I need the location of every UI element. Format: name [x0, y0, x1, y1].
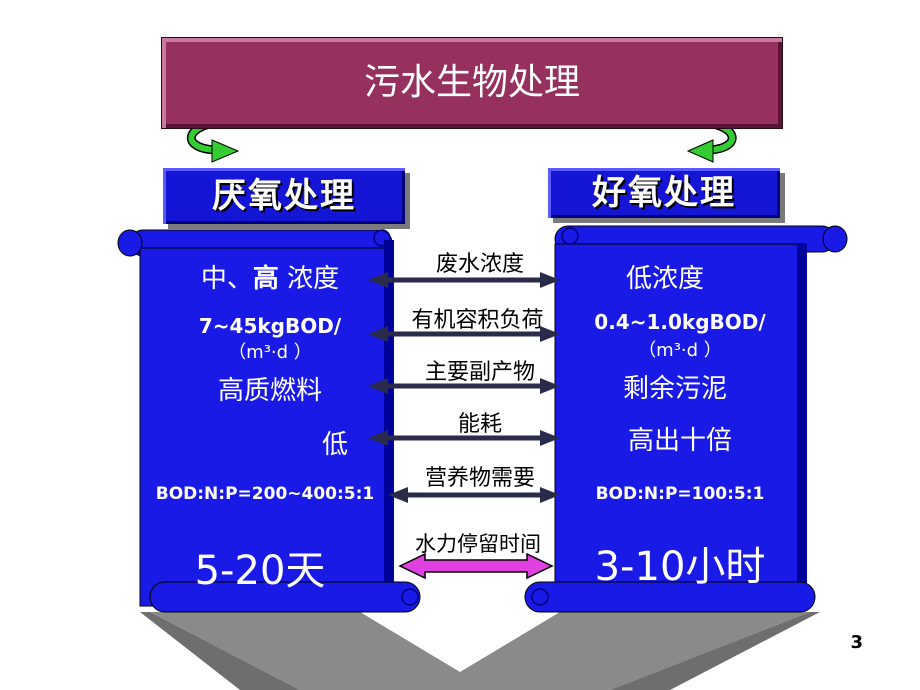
middle-label-load: 有机容积负荷: [411, 308, 544, 333]
title-box: [162, 38, 782, 128]
right-retention: 3-10小时: [594, 544, 766, 590]
anaerobic-header: 厌氧处理: [163, 168, 405, 224]
left-byproduct: 高质燃料: [217, 376, 322, 406]
left-energy: 低: [321, 430, 348, 460]
right-load-line2: （m³·d ）: [638, 340, 722, 361]
left-scroll: [117, 229, 421, 613]
middle-label-byproduct: 主要副产物: [424, 360, 535, 385]
left-load-line2: （m³·d ）: [228, 342, 312, 363]
middle-label-concentration: 废水浓度: [435, 252, 524, 277]
right-load-line1: 0.4~1.0kgBOD/: [594, 310, 766, 334]
left-concentration: 中、高 浓度: [200, 264, 340, 294]
double-arrow-4-icon: [368, 430, 560, 446]
left-retention: 5-20天: [194, 548, 326, 594]
right-nutrient: BOD:N:P=100:5:1: [595, 484, 765, 504]
aerobic-header: 好氧处理: [548, 168, 780, 218]
middle-label-energy: 能耗: [457, 412, 502, 437]
retention-arrow-icon: [398, 552, 554, 580]
right-byproduct: 剩余污泥: [622, 374, 727, 404]
curved-arrow-right-icon: [686, 117, 737, 163]
double-arrow-5-icon: [388, 487, 560, 503]
right-energy: 高出十倍: [627, 426, 732, 456]
page-number: 3: [850, 632, 863, 653]
middle-label-nutrient: 营养物需要: [424, 466, 535, 491]
double-arrow-1-icon: [368, 272, 560, 288]
left-nutrient: BOD:N:P=200~400:5:1: [155, 484, 375, 504]
left-load-line1: 7~45kgBOD/: [198, 314, 342, 338]
double-arrow-3-icon: [368, 378, 560, 394]
curved-arrow-left-icon: [187, 117, 240, 163]
double-arrow-2-icon: [368, 326, 560, 342]
page-title: 污水生物处理: [363, 62, 580, 103]
middle-label-retention: 水力停留时间: [415, 532, 541, 556]
right-concentration: 低浓度: [625, 264, 704, 294]
right-scroll: [524, 225, 848, 613]
